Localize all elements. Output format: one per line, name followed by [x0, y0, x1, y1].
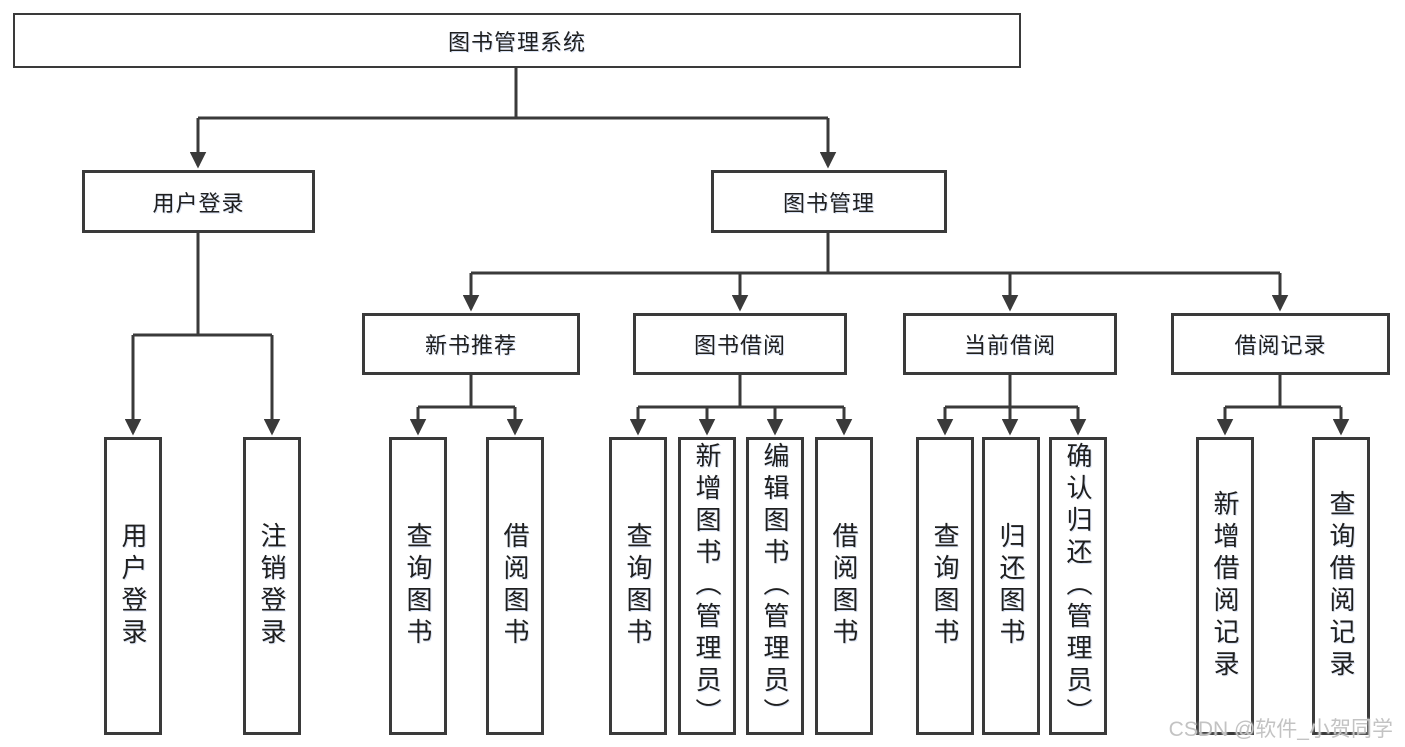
node-book-management-label: 图书管理 [782, 190, 875, 216]
node-current-borrow: 当前借阅 [903, 313, 1117, 375]
leaf-edit-book-admin-label: 编辑图书（管理员） [760, 442, 790, 730]
leaf-query-book-3: 查询图书 [916, 437, 974, 735]
connector-book-borrow-to-leaves [629, 375, 853, 436]
leaf-query-book-3-label: 查询图书 [930, 522, 960, 650]
node-user-login: 用户登录 [82, 170, 315, 233]
connector-book-management-to-level3 [462, 233, 1289, 312]
connector-current-borrow-to-leaves [936, 375, 1087, 436]
leaf-user-login-label: 用户登录 [118, 522, 148, 650]
leaf-query-book-1: 查询图书 [389, 437, 447, 735]
leaf-logout: 注销登录 [243, 437, 301, 735]
connector-root-to-level2 [189, 68, 837, 169]
connector-borrow-record-to-leaves [1216, 375, 1350, 436]
node-borrow-record: 借阅记录 [1171, 313, 1390, 375]
leaf-add-book-admin: 新增图书（管理员） [678, 437, 736, 735]
leaf-add-book-admin-label: 新增图书（管理员） [692, 442, 722, 730]
node-new-book-recommend: 新书推荐 [362, 313, 580, 375]
leaf-add-borrow-record: 新增借阅记录 [1196, 437, 1254, 735]
leaf-query-borrow-record: 查询借阅记录 [1312, 437, 1370, 735]
leaf-confirm-return-admin-label: 确认归还（管理员） [1063, 442, 1093, 730]
leaf-logout-label: 注销登录 [257, 522, 287, 650]
leaf-user-login: 用户登录 [104, 437, 162, 735]
leaf-edit-book-admin: 编辑图书（管理员） [746, 437, 804, 735]
node-book-borrow: 图书借阅 [633, 313, 847, 375]
leaf-query-book-2-label: 查询图书 [623, 522, 653, 650]
leaf-return-book: 归还图书 [982, 437, 1040, 735]
node-library-system: 图书管理系统 [13, 13, 1021, 68]
leaf-confirm-return-admin: 确认归还（管理员） [1049, 437, 1107, 735]
leaf-query-book-1-label: 查询图书 [403, 522, 433, 650]
node-library-system-label: 图书管理系统 [447, 29, 586, 55]
leaf-borrow-book-2: 借阅图书 [815, 437, 873, 735]
leaf-borrow-book-1: 借阅图书 [486, 437, 544, 735]
connector-new-book-to-leaves [409, 375, 524, 436]
leaf-query-book-2: 查询图书 [609, 437, 667, 735]
node-borrow-record-label: 借阅记录 [1234, 333, 1327, 358]
leaf-borrow-book-2-label: 借阅图书 [829, 522, 859, 650]
csdn-watermark: CSDN @软件_小贺同学 [1168, 718, 1393, 741]
node-book-borrow-label: 图书借阅 [693, 333, 786, 358]
leaf-return-book-label: 归还图书 [996, 522, 1026, 650]
leaf-query-borrow-record-label: 查询借阅记录 [1326, 490, 1356, 682]
node-book-management: 图书管理 [711, 170, 947, 233]
node-user-login-label: 用户登录 [152, 190, 245, 216]
leaf-add-borrow-record-label: 新增借阅记录 [1210, 490, 1240, 682]
node-current-borrow-label: 当前借阅 [963, 333, 1056, 358]
leaf-borrow-book-1-label: 借阅图书 [500, 522, 530, 650]
connector-user-login-to-leaves [124, 233, 281, 436]
node-new-book-recommend-label: 新书推荐 [424, 333, 517, 358]
